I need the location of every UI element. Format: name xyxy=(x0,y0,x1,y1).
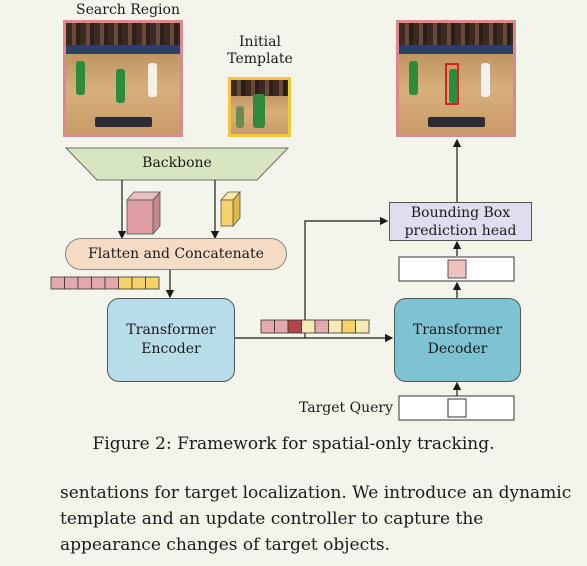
token-cell xyxy=(64,276,79,290)
token-cell xyxy=(355,319,370,334)
token-cell xyxy=(91,276,106,290)
target-query-label: Target Query xyxy=(299,400,393,416)
search-feature-block xyxy=(126,190,161,236)
transformer-encoder-box: Transformer Encoder xyxy=(107,298,235,382)
bbox-label-2: prediction head xyxy=(404,222,517,239)
encoder-label-1: Transformer xyxy=(126,322,216,338)
token-cell xyxy=(341,319,356,334)
initial-template-label-1: Initial xyxy=(239,34,281,50)
diagram-shapes xyxy=(50,138,515,421)
flattened-tokens-left xyxy=(50,276,160,290)
bbox-prediction-head-box: Bounding Box prediction head xyxy=(389,202,532,241)
flatten-concat-label: Flatten and Concatenate xyxy=(88,245,264,262)
token-cell xyxy=(118,276,133,290)
token-cell xyxy=(50,276,65,290)
token-cell xyxy=(301,319,316,334)
decoder-label-2: Decoder xyxy=(427,341,488,357)
decoder-output-token xyxy=(447,259,467,279)
backbone-label: Backbone xyxy=(142,155,212,171)
token-cell xyxy=(104,276,119,290)
body-paragraph: sentations for target localization. We i… xyxy=(60,483,572,555)
transformer-decoder-box: Transformer Decoder xyxy=(394,298,521,382)
predicted-bounding-box xyxy=(445,63,459,105)
token-cell xyxy=(274,319,289,334)
encoder-label-2: Encoder xyxy=(141,341,201,357)
token-cell xyxy=(145,276,160,290)
token-cell xyxy=(77,276,92,290)
encoded-tokens-middle xyxy=(260,319,370,334)
search-region-image xyxy=(63,20,183,137)
figure-caption: Figure 2: Framework for spatial-only tra… xyxy=(92,434,495,454)
backbone-shape xyxy=(64,147,290,181)
token-cell xyxy=(287,319,302,334)
initial-template-image xyxy=(228,77,291,137)
token-cell xyxy=(328,319,343,334)
template-feature-block xyxy=(220,190,241,228)
bbox-label-1: Bounding Box xyxy=(410,204,511,221)
search-region-label: Search Region xyxy=(76,2,180,18)
decoder-label-1: Transformer xyxy=(412,322,503,338)
target-query-token xyxy=(447,398,467,418)
output-image xyxy=(396,20,516,137)
token-cell xyxy=(131,276,146,290)
flatten-concat-box: Flatten and Concatenate xyxy=(65,238,287,270)
token-cell xyxy=(314,319,329,334)
token-cell xyxy=(260,319,275,334)
initial-template-label-2: Template xyxy=(227,51,293,67)
